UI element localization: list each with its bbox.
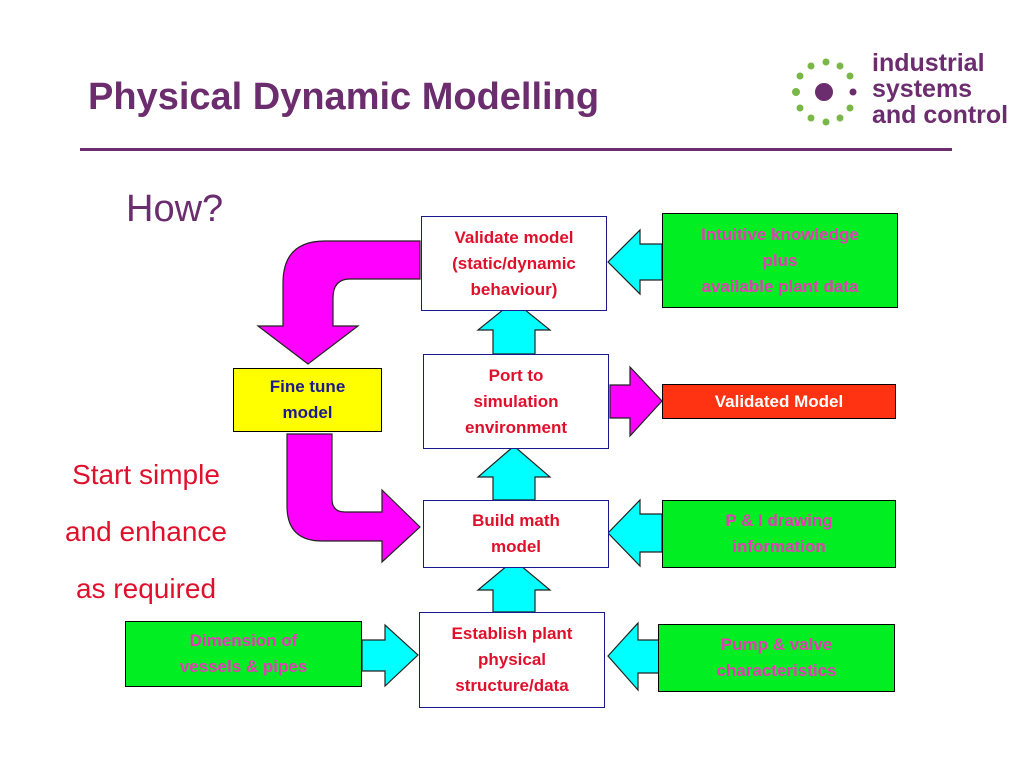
side-note-line-1: Start simple <box>72 459 220 490</box>
input-pump-valve: Pump & valve characteristics <box>658 624 895 692</box>
arrow-port-to-validated <box>609 365 663 438</box>
node-validated-model-label: Validated Model <box>714 391 844 411</box>
input-pump-valve-label: Pump & valve characteristics <box>716 635 837 680</box>
node-validate-model-label: Validate model (static/dynamic behaviour… <box>452 227 576 299</box>
node-validate-model: Validate model (static/dynamic behaviour… <box>421 216 607 311</box>
node-build-math-model-label: Build math model <box>472 511 560 556</box>
arrow-port-to-validate <box>476 300 552 355</box>
side-note: Start simple and enhance as required <box>40 446 252 617</box>
arrow-intuitive-to-validate <box>607 228 663 296</box>
company-logo-text: industrial systems and control <box>872 50 1008 128</box>
logo-line-1: industrial <box>872 49 985 77</box>
input-pid-drawing: P & I drawing information <box>662 500 896 568</box>
node-port-to-simulation-label: Port to simulation environment <box>464 365 568 437</box>
input-intuitive-knowledge-label: Intuitive knowledge plus available plant… <box>701 224 859 296</box>
arrow-finetune-to-build <box>286 433 421 564</box>
arrow-pump-to-establish <box>607 621 661 692</box>
arrow-build-to-port <box>476 445 552 501</box>
title-divider <box>80 148 952 151</box>
arrow-dimension-to-establish <box>361 623 419 688</box>
logo-dots-icon <box>792 58 857 126</box>
input-intuitive-knowledge: Intuitive knowledge plus available plant… <box>662 213 898 308</box>
side-note-line-3: as required <box>75 573 217 604</box>
input-dimension-vessels-label: Dimension of vessels & pipes <box>179 631 308 676</box>
input-dimension-vessels: Dimension of vessels & pipes <box>125 621 362 687</box>
page-title: Physical Dynamic Modelling <box>88 76 600 118</box>
arrow-pid-to-build <box>607 498 663 568</box>
node-establish-plant: Establish plant physical structure/data <box>419 612 605 708</box>
input-pid-drawing-label: P & I drawing information <box>725 511 833 556</box>
arrow-validate-to-finetune <box>256 240 421 365</box>
subtitle-how: How? <box>126 188 224 230</box>
arrow-establish-to-build <box>476 559 552 613</box>
logo-line-2: systems <box>872 75 973 103</box>
side-note-line-2: and enhance <box>65 516 227 547</box>
node-build-math-model: Build math model <box>423 500 609 568</box>
node-fine-tune-label: Fine tune model <box>269 377 346 422</box>
node-validated-model: Validated Model <box>662 384 896 419</box>
node-establish-plant-label: Establish plant physical structure/data <box>451 624 573 695</box>
logo-line-3: and control <box>872 101 1009 129</box>
node-port-to-simulation: Port to simulation environment <box>423 354 609 449</box>
node-fine-tune: Fine tune model <box>233 368 382 432</box>
